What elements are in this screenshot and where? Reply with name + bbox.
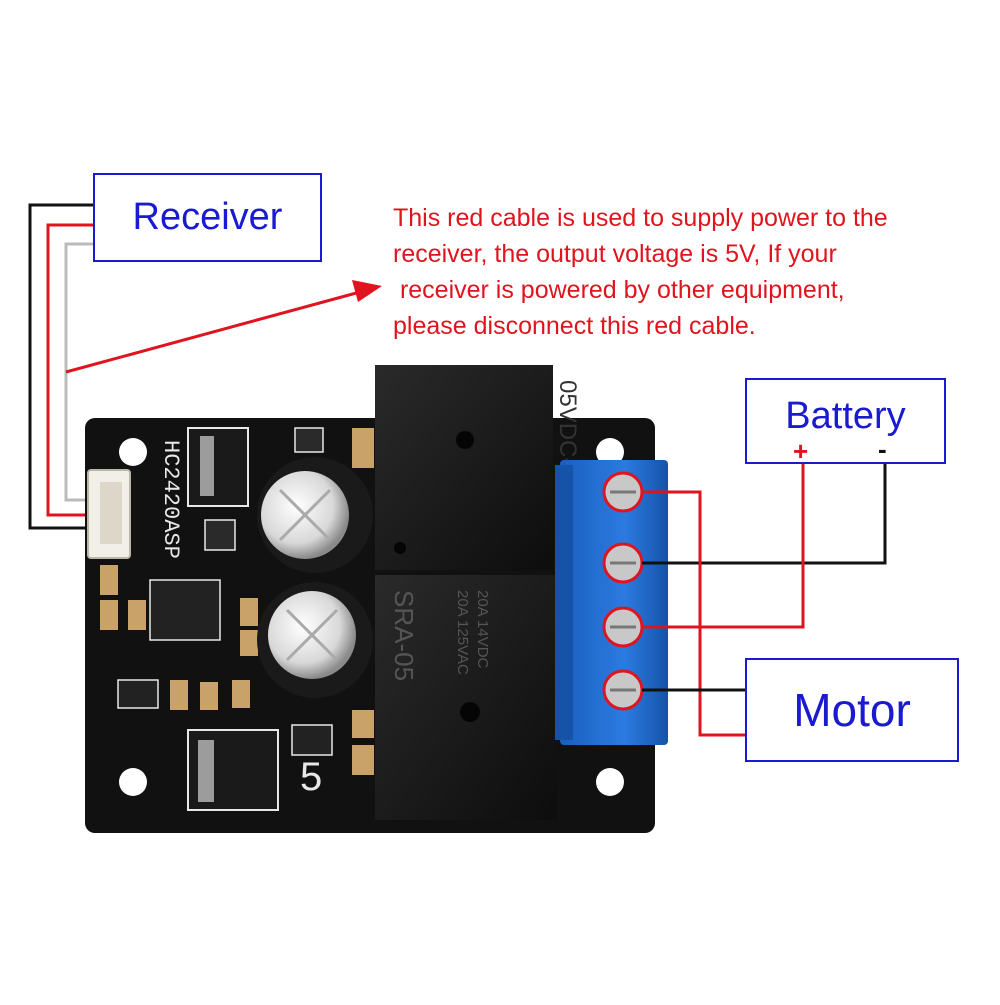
receiver-connector	[87, 469, 131, 559]
mounting-holes	[119, 438, 624, 796]
terminal-screw-3	[602, 606, 644, 648]
relay-rating-1: 20A 14VDC	[474, 590, 491, 669]
relay-model-text: SRA-05	[389, 590, 419, 681]
board-model-label: HC2420ASP	[158, 440, 183, 559]
relay-rating-2: 20A 125VAC	[454, 590, 471, 675]
note-line: receiver, the output voltage is 5V, If y…	[393, 240, 837, 268]
battery-label: Battery	[745, 378, 946, 464]
receiver-label: Receiver	[93, 173, 322, 262]
relay-top: 05VDC-CL	[375, 365, 581, 570]
motor-label: Motor	[745, 658, 959, 762]
terminal-screw-1	[602, 471, 644, 513]
note-line: receiver is powered by other equipment,	[393, 276, 845, 304]
smd-components: 5	[100, 427, 374, 811]
output-wires	[642, 462, 887, 737]
capacitor-bottom	[257, 582, 373, 698]
capacitor-top	[257, 457, 373, 573]
note-line: please disconnect this red cable.	[393, 312, 756, 340]
terminal-screw-4	[602, 669, 644, 711]
terminal-block	[555, 460, 668, 745]
note-line: This red cable is used to supply power t…	[393, 204, 888, 232]
battery-plus-sign: +	[793, 436, 809, 466]
terminal-screw-2	[602, 542, 644, 584]
relay-bottom: SRA-05 20A 14VDC 20A 125VAC	[375, 575, 557, 820]
battery-minus-sign: -	[878, 434, 887, 464]
regulator-mark: 5	[300, 755, 322, 799]
red-cable-note: This red cable is used to supply power t…	[393, 200, 983, 344]
pointer-arrow	[65, 280, 382, 374]
